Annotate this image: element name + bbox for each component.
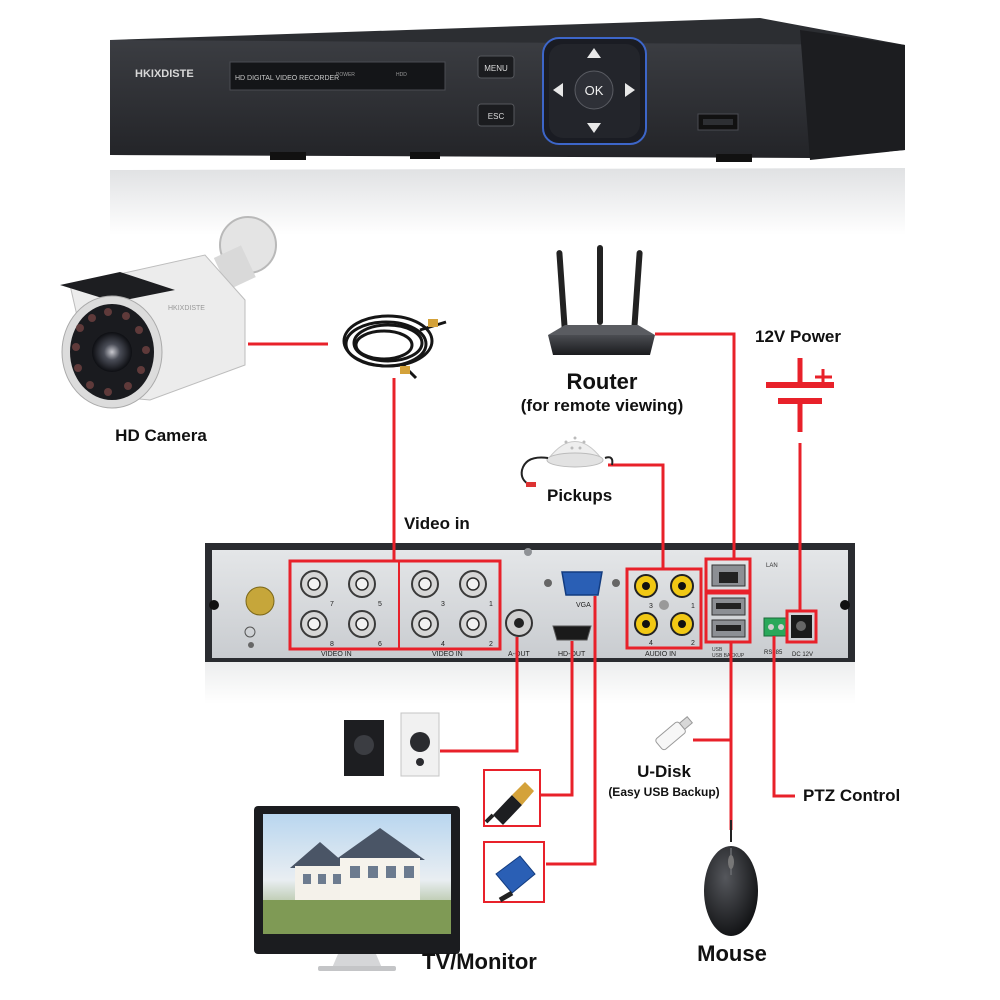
dvr-power-led-label: POWER [336, 72, 355, 78]
bnc-group-left: 7 5 8 6 3 1 4 2 VIDEO IN VIDEO IN [288, 559, 502, 658]
audio-in-group: 3 1 4 2 AUDIO IN [625, 567, 703, 658]
ok-button[interactable]: OK [574, 70, 614, 110]
up-arrow-icon[interactable] [587, 48, 601, 58]
lan-label: LAN [766, 563, 778, 569]
hdmi-cable-image [483, 769, 541, 827]
bnc-number: 4 [441, 641, 445, 648]
router-image [548, 245, 655, 355]
ptz-line [772, 636, 795, 798]
usb-backup-label: USB BACKUP [712, 653, 745, 659]
menu-button[interactable]: MENU [477, 55, 515, 79]
menu-button-label: MENU [484, 64, 508, 73]
mouse-label: Mouse [697, 941, 767, 966]
pickups-line [608, 463, 665, 569]
video-in-port-label: VIDEO IN [321, 651, 352, 658]
bnc-number: 2 [489, 641, 493, 648]
camera-lens [92, 332, 132, 372]
hd-camera-label: HD Camera [115, 426, 207, 445]
hdmi-port[interactable] [552, 625, 592, 641]
audio-out-port[interactable] [505, 609, 533, 637]
ptz-control-label: PTZ Control [803, 786, 901, 805]
mouse-image [704, 819, 758, 936]
vga-cable-image [483, 841, 545, 903]
router-label: Router [566, 369, 638, 394]
down-arrow-icon[interactable] [587, 123, 601, 133]
speakers-image [344, 712, 440, 777]
left-arrow-icon[interactable] [553, 83, 563, 97]
hd-camera-image: HKIXDISTE [60, 216, 277, 409]
power-symbol-icon [766, 358, 834, 432]
vga-label: VGA [576, 602, 591, 609]
a-out-label: A-OUT [508, 651, 531, 658]
power-label: 12V Power [755, 327, 841, 346]
dvr-front-unit: HKIXDISTE HD DIGITAL VIDEO RECORDER POWE… [110, 18, 905, 235]
vga-port[interactable] [544, 571, 620, 596]
dvr-model-text: HD DIGITAL VIDEO RECORDER [235, 75, 339, 82]
audio-number: 4 [649, 640, 653, 647]
bnc-number: 6 [378, 641, 382, 648]
esc-button-label: ESC [488, 112, 505, 121]
router-line [655, 332, 736, 560]
bnc-number: 7 [330, 601, 334, 608]
speaker-line [440, 637, 519, 753]
video-in-port-label: VIDEO IN [432, 651, 463, 658]
bnc-number: 8 [330, 641, 334, 648]
audio-number: 3 [649, 603, 653, 610]
video-in-label: Video in [404, 514, 470, 533]
lan-port[interactable] [704, 557, 752, 593]
hdmi-line [541, 641, 574, 797]
navigation-dpad[interactable]: OK [542, 37, 647, 145]
ok-button-label: OK [585, 83, 604, 98]
u-disk-label: U-Disk [637, 762, 691, 781]
u-disk-sublabel: (Easy USB Backup) [608, 785, 720, 799]
audio-number: 2 [691, 640, 695, 647]
tv-monitor-label: TV/Monitor [422, 949, 537, 974]
pickup-microphone-image [520, 436, 614, 487]
dc-power-jack[interactable] [785, 609, 818, 644]
coax-cable-image [342, 314, 447, 380]
bnc-number: 5 [378, 601, 382, 608]
usb-label: USB [712, 647, 723, 653]
rs485-terminal[interactable] [763, 617, 789, 637]
audio-in-label: AUDIO IN [645, 651, 676, 658]
camera-brand: HKIXDISTE [168, 305, 205, 312]
dc-12v-label: DC 12V [792, 652, 813, 658]
dvr-rear-panel: 7 5 8 6 3 1 4 2 VIDEO IN VIDEO IN A-OUT … [205, 543, 855, 704]
router-sublabel: (for remote viewing) [520, 396, 684, 415]
usb-ports[interactable] [704, 591, 752, 644]
tv-monitor-image [254, 806, 460, 971]
vga-line [546, 596, 597, 866]
pickups-label: Pickups [547, 486, 613, 505]
dvr-hdd-led-label: HDD [396, 72, 407, 78]
u-disk-image [655, 716, 694, 751]
esc-button[interactable]: ESC [477, 103, 515, 127]
dvr-brand: HKIXDISTE [135, 68, 194, 80]
audio-number: 1 [691, 603, 695, 610]
connection-lines [248, 332, 802, 866]
bnc-number: 1 [489, 601, 493, 608]
right-arrow-icon[interactable] [625, 83, 635, 97]
bnc-number: 3 [441, 601, 445, 608]
